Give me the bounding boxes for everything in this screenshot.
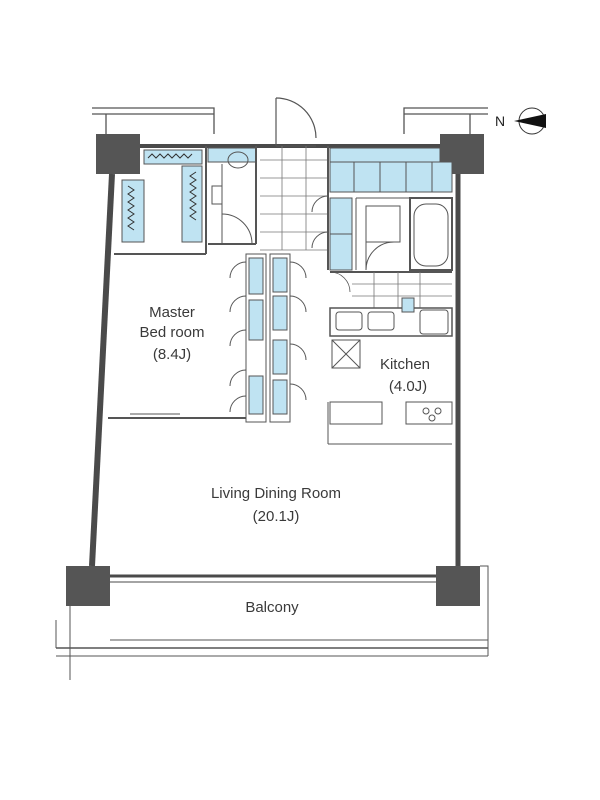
corridor-storage (229, 195, 329, 423)
living-dining-size: (20.1J) (253, 508, 300, 525)
toilet-room (207, 146, 257, 245)
entrance-door (275, 97, 317, 147)
column-bottom-right (436, 566, 480, 606)
kitchen-appliances (327, 297, 453, 445)
master-bedroom-label-line2: Bed room (139, 324, 204, 341)
top-right-storage (329, 147, 453, 193)
balcony-area (55, 565, 489, 680)
top-railings (92, 107, 488, 134)
column-bottom-left (66, 566, 110, 606)
wic-shelf-right (181, 165, 203, 243)
balcony-label: Balcony (245, 599, 299, 616)
bathroom (330, 197, 453, 273)
room-labels: Master Bed room (8.4J) Kitchen (4.0J) Li… (139, 304, 430, 616)
toilet-bowl (227, 151, 249, 169)
kitchen-upper (329, 271, 452, 308)
master-bedroom-size: (8.4J) (153, 346, 191, 363)
washroom-storage (329, 197, 410, 271)
entrance-hall-floor (260, 146, 329, 270)
bathtub (413, 203, 449, 267)
bedroom-closet (108, 146, 246, 419)
kitchen-size: (4.0J) (389, 378, 427, 395)
north-compass: N (495, 107, 546, 135)
wic-shelf-left (121, 179, 145, 243)
living-dining-label: Living Dining Room (211, 485, 341, 502)
compass-north-letter: N (495, 113, 505, 129)
structural-columns (66, 134, 484, 606)
west-wall (89, 173, 115, 567)
master-bedroom-label-line1: Master (149, 304, 195, 321)
column-top-left (96, 134, 140, 174)
kitchen-label: Kitchen (380, 356, 430, 373)
